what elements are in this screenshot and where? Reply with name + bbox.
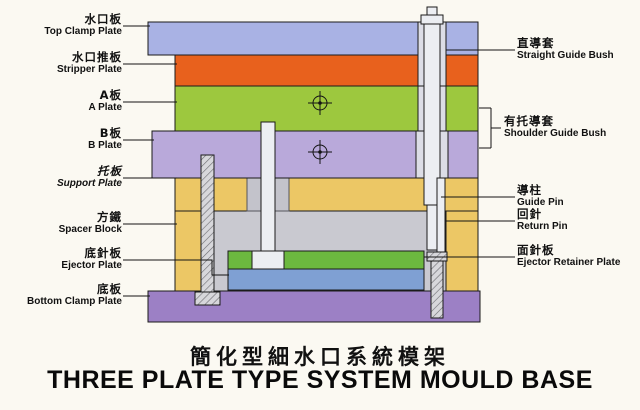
- label-zh: 底針板: [84, 246, 122, 260]
- label-ejector-retainer-plate: 面針板 Ejector Retainer Plate: [517, 244, 639, 269]
- ejector-plate-shape: [227, 268, 425, 291]
- label-zh: 面針板: [517, 243, 555, 257]
- label-zh: 水口板: [84, 12, 122, 26]
- label-en: Stripper Plate: [56, 64, 122, 75]
- center-pin-shape: [251, 121, 285, 270]
- guide-pin-shape: [420, 6, 444, 251]
- leader-lines: [123, 25, 515, 297]
- label-ejector-plate: 底針板 Ejector Plate: [4, 247, 122, 272]
- label-en: Bottom Clamp Plate: [26, 296, 122, 307]
- label-en: Guide Pin: [517, 197, 564, 208]
- label-zh: 方鐵: [97, 210, 122, 224]
- label-en: B Plate: [88, 140, 122, 151]
- label-en: Spacer Block: [58, 224, 122, 235]
- label-zh: A板: [99, 88, 122, 102]
- label-guide-pin: 導柱 Guide Pin: [517, 184, 639, 209]
- label-b-plate: B板 B Plate: [4, 127, 122, 152]
- centerline-mark-a-plate: [308, 91, 332, 115]
- label-en: Support Plate: [56, 178, 122, 189]
- label-en: Ejector Plate: [61, 260, 122, 271]
- label-straight-guide-bush: 直導套 Straight Guide Bush: [517, 37, 639, 62]
- title-chinese: 簡化型細水口系統模架: [190, 345, 450, 369]
- label-zh: B板: [99, 126, 122, 140]
- return-pin-shape: [436, 177, 446, 253]
- label-zh: 底板: [97, 282, 122, 296]
- label-zh: 回針: [517, 207, 542, 221]
- label-top-clamp-plate: 水口板 Top Clamp Plate: [4, 13, 122, 38]
- label-en: A Plate: [88, 102, 122, 113]
- label-en: Ejector Retainer Plate: [517, 257, 621, 268]
- label-stripper-plate: 水口推板 Stripper Plate: [4, 51, 122, 76]
- label-en: Shoulder Guide Bush: [504, 128, 607, 139]
- label-en: Top Clamp Plate: [44, 26, 122, 37]
- title-english: THREE PLATE TYPE SYSTEM MOULD BASE: [47, 366, 593, 394]
- label-bottom-clamp-plate: 底板 Bottom Clamp Plate: [4, 283, 122, 308]
- label-zh: 有托導套: [504, 114, 554, 128]
- label-en: Return Pin: [517, 221, 568, 232]
- centerline-mark-b-plate: [308, 140, 332, 164]
- label-en: Straight Guide Bush: [517, 50, 614, 61]
- label-support-plate: 托板 Support Plate: [4, 165, 122, 190]
- label-zh: 托板: [97, 164, 122, 178]
- label-zh: 導柱: [517, 183, 542, 197]
- label-zh: 水口推板: [72, 50, 122, 64]
- label-a-plate: A板 A Plate: [4, 89, 122, 114]
- spacer-block-right-shape: [445, 210, 479, 292]
- label-return-pin: 回針 Return Pin: [517, 208, 639, 233]
- label-zh: 直導套: [517, 36, 555, 50]
- label-shoulder-guide-bush: 有托導套 Shoulder Guide Bush: [504, 115, 638, 140]
- label-spacer-block: 方鐵 Spacer Block: [4, 211, 122, 236]
